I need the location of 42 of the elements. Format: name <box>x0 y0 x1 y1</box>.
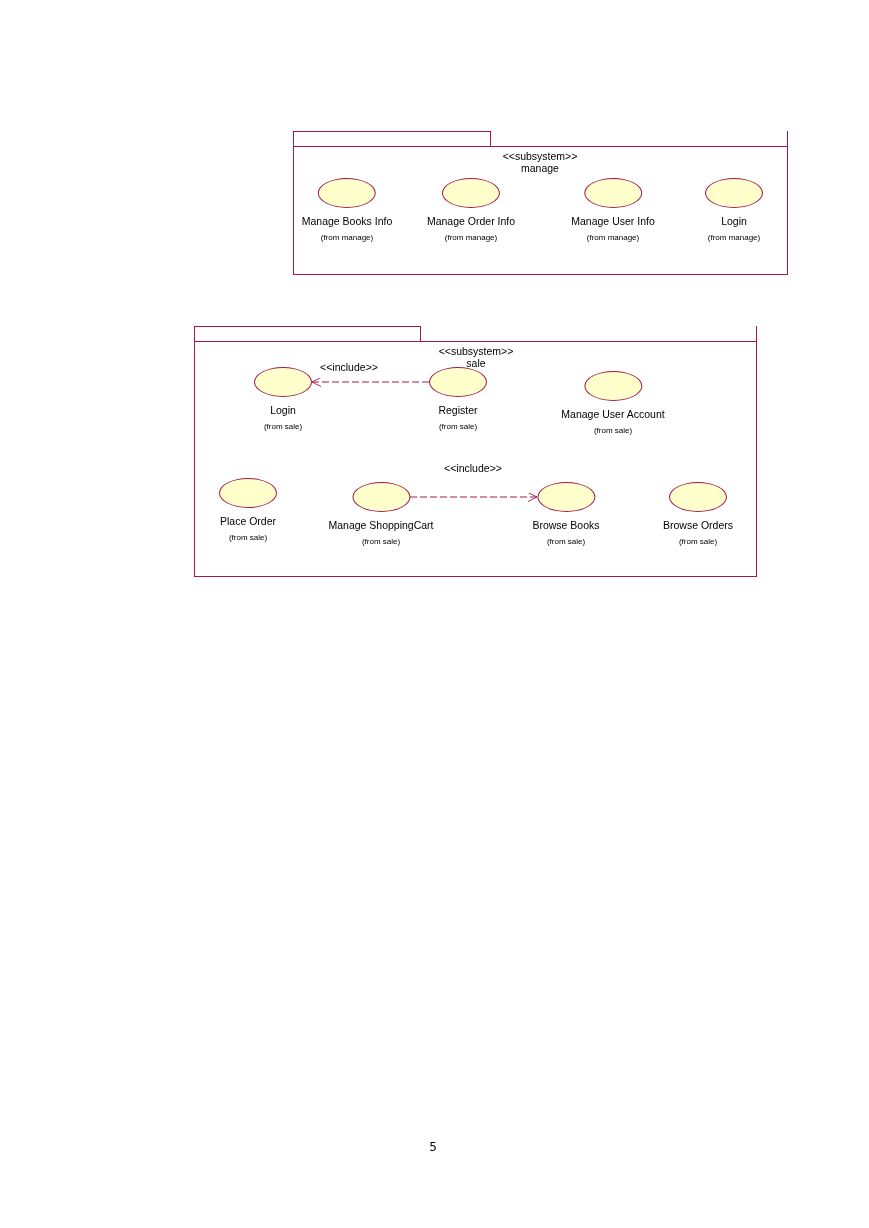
use-case <box>663 482 733 547</box>
use-case-name: Login <box>721 215 747 227</box>
origin-note: (from sale) <box>546 537 586 547</box>
package-name: sale <box>466 357 486 369</box>
page-number: 5 <box>429 1140 437 1154</box>
origin-note: (from manage) <box>707 233 761 243</box>
origin-note: (from sale) <box>263 422 303 432</box>
use-case <box>561 371 665 436</box>
use-case <box>571 178 655 243</box>
edge-label: <<include>> <box>442 462 504 474</box>
origin-note: (from manage) <box>586 233 640 243</box>
stereotype-label: <<subsystem>> <box>438 345 514 357</box>
origin-note: (from sale) <box>593 426 633 436</box>
use-case-name: Manage User Info <box>571 215 655 227</box>
use-case <box>328 482 434 547</box>
origin-note: (from manage) <box>444 233 498 243</box>
use-case-name: Browse Books <box>532 519 600 531</box>
use-case-name: Manage User Account <box>561 408 665 420</box>
origin-note: (from manage) <box>320 233 374 243</box>
origin-note: (from sale) <box>228 533 268 543</box>
use-case <box>426 178 516 243</box>
stereotype-label: <<subsystem>> <box>502 150 578 162</box>
use-case-name: Manage Books Info <box>301 215 393 227</box>
use-case <box>301 178 393 243</box>
use-case <box>705 178 763 243</box>
package-folder <box>293 131 788 275</box>
package-folder <box>194 326 757 577</box>
use-case-name: Browse Orders <box>663 519 733 531</box>
use-case <box>219 478 277 543</box>
edge-label: <<include>> <box>318 361 380 373</box>
use-case-name: Login <box>270 404 296 416</box>
use-case-name: Place Order <box>220 515 276 527</box>
use-case-name: Manage Order Info <box>426 215 516 227</box>
use-case-name: Manage ShoppingCart <box>328 519 434 531</box>
use-case-name: Register <box>438 404 478 416</box>
use-case <box>254 367 312 432</box>
package-name: manage <box>521 162 559 174</box>
use-case <box>532 482 600 547</box>
use-case <box>429 367 487 432</box>
origin-note: (from sale) <box>678 537 718 547</box>
origin-note: (from sale) <box>438 422 478 432</box>
origin-note: (from sale) <box>361 537 401 547</box>
